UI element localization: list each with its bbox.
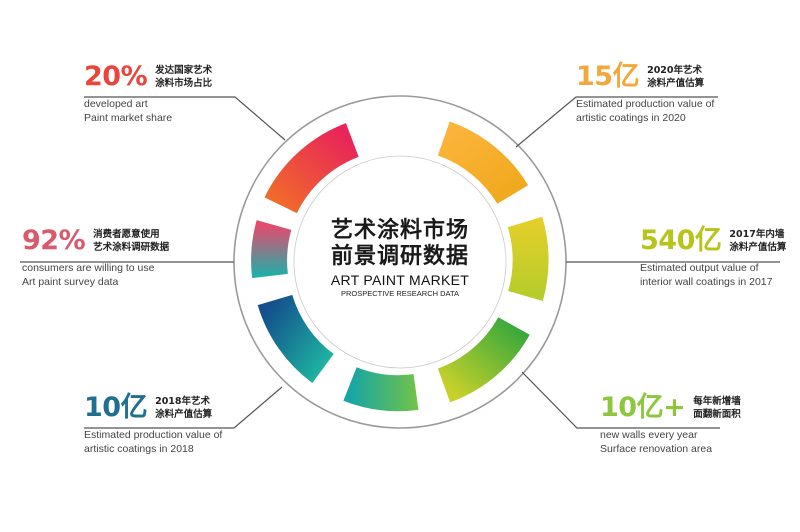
stat-value: 15亿 xyxy=(576,61,640,92)
segment-top-right xyxy=(437,121,529,205)
center-title-zh-line1: 艺术涂料市场 xyxy=(330,218,469,243)
stat-en-label: consumers are willing to use Art paint s… xyxy=(22,262,169,289)
stat-interior-2017: 540亿 2017年内墙 涂料产值估算 Estimated output val… xyxy=(640,226,786,289)
stat-en-label: developed art Paint market share xyxy=(84,98,212,125)
segment-left xyxy=(251,220,292,279)
stat-en-line: new walls every year xyxy=(600,429,698,441)
stat-en-label: new walls every year Surface renovation … xyxy=(600,429,741,456)
stat-value: 540亿 xyxy=(640,225,722,256)
stat-zh-line: 面翻新面积 xyxy=(693,409,741,420)
connector-lines xyxy=(20,96,780,429)
stat-value: 10亿+ xyxy=(600,392,686,423)
connector-top-right xyxy=(515,96,718,148)
stat-zh-line: 发达国家艺术 xyxy=(155,65,213,76)
stat-en-line: artistic coatings in 2018 xyxy=(84,442,194,455)
stat-en-line: Estimated production value of xyxy=(84,429,223,441)
stat-zh-line: 2018年艺术 xyxy=(155,396,211,407)
center-title-zh-line2: 前景调研数据 xyxy=(330,244,469,269)
stat-zh-line: 2017年内墙 xyxy=(729,229,785,240)
center-subtitle-en: PROSPECTIVE RESEARCH DATA xyxy=(340,289,460,298)
segment-right xyxy=(507,216,549,301)
stat-zh-line: 涂料产值估算 xyxy=(647,78,705,89)
stat-zh-line: 涂料产值估算 xyxy=(155,409,213,420)
stat-zh-label: 2017年内墙 涂料产值估算 xyxy=(729,228,786,254)
stat-en-line: Art paint survey data xyxy=(22,275,119,288)
stat-en-line: consumers are willing to use xyxy=(22,262,155,274)
stat-production-2018: 10亿 2018年艺术 涂料产值估算 Estimated production … xyxy=(84,393,222,456)
stat-zh-label: 发达国家艺术 涂料市场占比 xyxy=(155,64,212,90)
stat-en-line: Surface renovation area xyxy=(600,442,713,455)
stat-zh-line: 艺术涂料调研数据 xyxy=(93,242,170,253)
stat-zh-line: 每年新增墙 xyxy=(693,396,741,407)
stat-zh-label: 2020年艺术 涂料产值估算 xyxy=(647,64,704,90)
stat-zh-line: 涂料市场占比 xyxy=(155,78,213,89)
stat-en-line: Estimated production value of xyxy=(576,98,715,110)
stat-new-walls: 10亿+ 每年新增墙 面翻新面积 new walls every year Su… xyxy=(600,393,741,456)
center-title-en: ART PAINT MARKET xyxy=(330,272,470,288)
stat-consumers: 92% 消费者愿意使用 艺术涂料调研数据 consumers are willi… xyxy=(22,226,169,289)
stat-production-2020: 15亿 2020年艺术 涂料产值估算 Estimated production … xyxy=(576,62,714,125)
color-ring xyxy=(251,121,549,412)
segment-top-left xyxy=(264,123,360,214)
segment-bottom-left xyxy=(257,294,335,383)
stat-en-line: Paint market share xyxy=(84,111,173,124)
connector-top-left xyxy=(84,96,286,141)
stat-en-line: developed art xyxy=(84,98,148,110)
stat-en-label: Estimated output value of interior wall … xyxy=(640,262,786,289)
stat-en-line: artistic coatings in 2020 xyxy=(576,111,686,124)
stat-zh-label: 2018年艺术 涂料产值估算 xyxy=(155,395,212,421)
center-title: 艺术涂料市场 前景调研数据 ART PAINT MARKET PROSPECTI… xyxy=(300,218,500,299)
connector-bottom-left xyxy=(84,386,283,429)
stat-zh-label: 消费者愿意使用 艺术涂料调研数据 xyxy=(93,228,169,254)
stat-value: 10亿 xyxy=(84,392,148,423)
segment-bottom xyxy=(343,367,419,412)
stat-en-label: Estimated production value of artistic c… xyxy=(84,429,222,456)
segment-bottom-right xyxy=(437,316,530,403)
connector-bottom-right xyxy=(521,371,720,429)
stat-zh-line: 涂料产值估算 xyxy=(729,242,787,253)
stat-en-label: Estimated production value of artistic c… xyxy=(576,98,714,125)
inner-ring xyxy=(293,155,507,369)
stat-zh-line: 消费者愿意使用 xyxy=(93,229,160,240)
stat-developed-share: 20% 发达国家艺术 涂料市场占比 developed art Paint ma… xyxy=(84,62,212,125)
stat-en-line: Estimated output value of xyxy=(640,262,759,274)
stat-en-line: interior wall coatings in 2017 xyxy=(640,275,773,288)
stat-zh-line: 2020年艺术 xyxy=(647,65,703,76)
stat-value: 92% xyxy=(22,225,86,256)
stat-zh-label: 每年新增墙 面翻新面积 xyxy=(693,395,741,421)
stat-value: 20% xyxy=(84,61,148,92)
